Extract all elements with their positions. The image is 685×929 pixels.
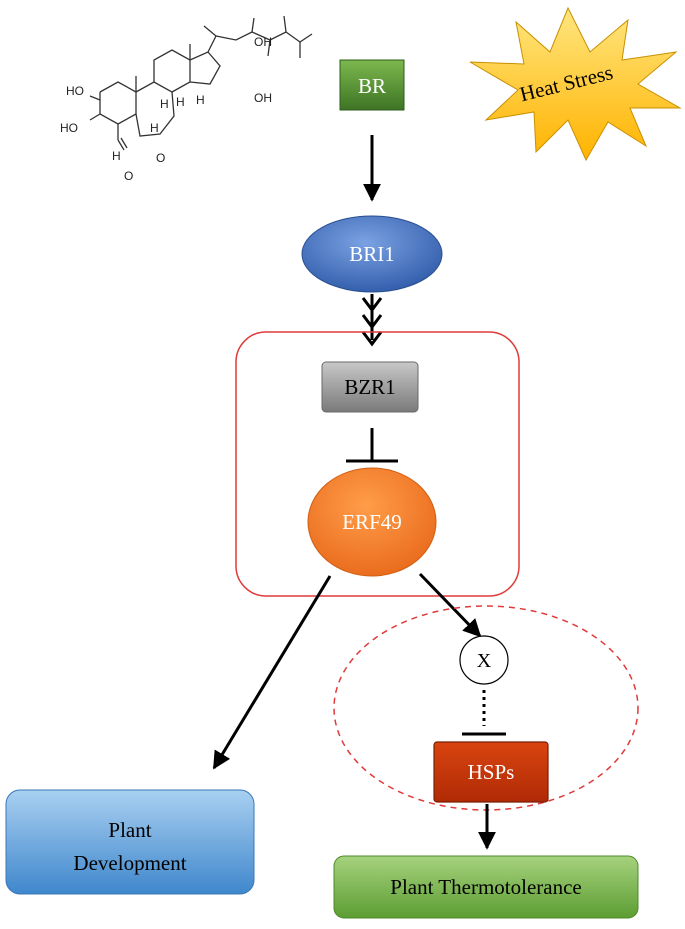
molecule-ho-bottom: HO — [60, 121, 78, 135]
molecule-h-5: H — [112, 149, 121, 163]
arrow-bri1-to-bzr1 — [361, 294, 383, 347]
molecule-oh-top: OH — [254, 35, 272, 49]
br-node: BR — [339, 59, 405, 111]
molecule-ho-top: HO — [66, 84, 84, 98]
inhibit-bzr1-to-erf49 — [346, 428, 398, 463]
plant-development-label-line1: Plant — [108, 818, 151, 842]
x-node: X — [459, 635, 509, 685]
molecule-h-3: H — [150, 121, 159, 135]
plant-thermotolerance-label: Plant Thermotolerance — [390, 875, 581, 899]
plant-development-node: Plant Development — [5, 789, 255, 895]
molecule-h-2: H — [176, 95, 185, 109]
hsps-node: HSPs — [433, 741, 549, 803]
arrow-erf49-to-development — [212, 575, 332, 770]
plant-development-label-line2: Development — [73, 851, 186, 875]
hsps-label: HSPs — [468, 760, 515, 784]
nucleus-frame — [235, 331, 520, 597]
bzr1-label: BZR1 — [344, 375, 395, 399]
bzr1-node: BZR1 — [321, 361, 419, 413]
br-label: BR — [358, 74, 386, 98]
x-label: X — [477, 650, 492, 672]
molecule-oh-bottom: OH — [254, 91, 272, 105]
arrow-erf49-to-x — [418, 572, 482, 638]
molecule-h-4: H — [196, 93, 205, 107]
brassinolide-structure — [89, 15, 313, 151]
molecule-carbonyl-oxygen: O — [124, 169, 133, 183]
bri1-node: BRI1 — [301, 215, 443, 293]
molecule-h-1: H — [160, 97, 169, 111]
inhibit-x-to-hsps — [462, 690, 506, 736]
erf49-label: ERF49 — [342, 510, 402, 534]
erf49-node: ERF49 — [307, 467, 437, 577]
bri1-label: BRI1 — [349, 242, 395, 266]
plant-thermotolerance-node: Plant Thermotolerance — [333, 855, 639, 919]
molecule-ring-oxygen: O — [156, 151, 165, 165]
heat-stress-burst: Heat Stress — [469, 6, 682, 162]
